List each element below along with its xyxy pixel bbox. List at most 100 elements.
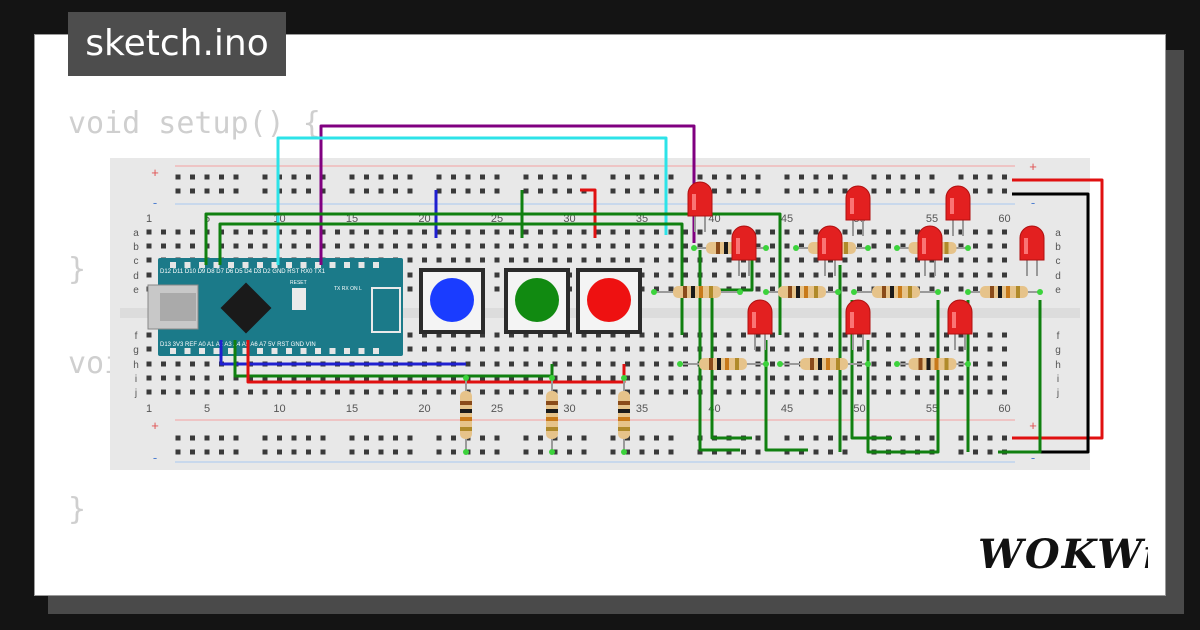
led-red-icon[interactable] bbox=[687, 181, 713, 232]
column-number: 55 bbox=[926, 213, 938, 225]
breadboard-hole bbox=[277, 389, 282, 395]
wire-green-bottom bbox=[233, 340, 554, 378]
breadboard-hole bbox=[349, 229, 355, 235]
breadboard-hole bbox=[349, 375, 355, 381]
breadboard-hole bbox=[451, 257, 456, 263]
rail-hole bbox=[929, 174, 935, 180]
led-red-icon[interactable] bbox=[747, 299, 773, 350]
breadboard-hole bbox=[494, 346, 500, 352]
breadboard-hole bbox=[480, 361, 485, 367]
breadboard-hole bbox=[625, 229, 630, 235]
breadboard-hole bbox=[436, 257, 442, 263]
pushbutton-green[interactable] bbox=[504, 268, 570, 334]
rail-hole bbox=[436, 188, 442, 194]
rail-hole bbox=[262, 449, 268, 455]
rail-hole bbox=[190, 188, 195, 194]
led-red-icon[interactable] bbox=[845, 299, 871, 350]
code-line-close-1: } bbox=[68, 252, 87, 287]
column-number: 45 bbox=[781, 403, 793, 415]
breadboard-hole bbox=[813, 332, 819, 338]
breadboard-hole bbox=[697, 243, 703, 249]
breadboard-hole bbox=[929, 272, 935, 278]
reset-button[interactable] bbox=[292, 288, 306, 310]
led-red-icon[interactable] bbox=[1019, 225, 1045, 276]
rail-hole bbox=[900, 435, 906, 441]
rail-hole bbox=[654, 188, 659, 194]
rail-hole bbox=[204, 435, 210, 441]
rail-hole bbox=[842, 449, 848, 455]
row-letter: b bbox=[133, 242, 139, 253]
breadboard-hole bbox=[625, 257, 630, 263]
column-number: 55 bbox=[926, 403, 938, 415]
rail-hole bbox=[262, 188, 268, 194]
breadboard-hole bbox=[871, 361, 877, 367]
breadboard-hole bbox=[364, 375, 369, 381]
file-tab[interactable]: sketch.ino bbox=[68, 12, 286, 76]
breadboard-hole bbox=[828, 332, 833, 338]
rail-hole bbox=[393, 188, 398, 194]
breadboard-hole bbox=[451, 346, 456, 352]
arduino-nano[interactable]: D12 D11 D10 D9 D8 D7 D6 D5 D4 D3 D2 GND … bbox=[147, 258, 403, 356]
rail-hole bbox=[407, 435, 413, 441]
rail-hole bbox=[842, 435, 848, 441]
breadboard-hole bbox=[726, 389, 732, 395]
breadboard-hole bbox=[480, 346, 485, 352]
breadboard-hole bbox=[581, 332, 587, 338]
breadboard-hole bbox=[610, 332, 616, 338]
breadboard-hole bbox=[538, 375, 543, 381]
breadboard-hole bbox=[958, 346, 964, 352]
rail-hole bbox=[813, 174, 819, 180]
breadboard-hole bbox=[610, 243, 616, 249]
breadboard-hole bbox=[596, 375, 601, 381]
pushbutton-red[interactable] bbox=[576, 268, 642, 334]
breadboard-hole bbox=[871, 229, 877, 235]
breadboard-hole bbox=[320, 243, 326, 249]
led-red-icon[interactable] bbox=[845, 185, 871, 236]
breadboard-hole bbox=[494, 257, 500, 263]
breadboard-hole bbox=[581, 257, 587, 263]
breadboard-hole bbox=[465, 361, 471, 367]
breadboard-hole bbox=[871, 375, 877, 381]
rail-minus-top-right: - bbox=[1031, 195, 1035, 210]
breadboard-hole bbox=[654, 361, 659, 367]
led-red-icon[interactable] bbox=[917, 225, 943, 276]
column-number: 60 bbox=[998, 213, 1010, 225]
breadboard-hole bbox=[973, 332, 978, 338]
rail-hole bbox=[915, 174, 920, 180]
breadboard-hole bbox=[1002, 332, 1007, 338]
breadboard-hole bbox=[509, 375, 514, 381]
resistor bbox=[618, 375, 630, 455]
rail-hole bbox=[175, 449, 181, 455]
breadboard-hole bbox=[538, 257, 543, 263]
breadboard-hole bbox=[465, 346, 471, 352]
breadboard-hole bbox=[1002, 257, 1007, 263]
wire-red-bottom bbox=[246, 340, 626, 384]
breadboard-hole bbox=[494, 243, 500, 249]
breadboard-hole bbox=[248, 389, 253, 395]
row-letter: d bbox=[1055, 271, 1061, 282]
rail-hole bbox=[726, 449, 732, 455]
rail-hole bbox=[712, 188, 717, 194]
column-number: 30 bbox=[563, 213, 575, 225]
arduino-pin bbox=[242, 262, 249, 268]
breadboard-hole bbox=[886, 361, 891, 367]
pushbutton-blue[interactable] bbox=[419, 268, 485, 334]
rail-hole bbox=[190, 449, 195, 455]
breadboard-hole bbox=[654, 332, 659, 338]
arduino-pin bbox=[170, 348, 176, 354]
led-red-icon[interactable] bbox=[731, 225, 757, 276]
led-red-icon[interactable] bbox=[947, 299, 973, 350]
breadboard-hole bbox=[465, 257, 471, 263]
breadboard-hole bbox=[755, 346, 761, 352]
breadboard-hole bbox=[842, 272, 848, 278]
breadboard-hole bbox=[494, 361, 500, 367]
row-letter: c bbox=[134, 256, 139, 267]
rail-hole bbox=[407, 449, 413, 455]
breadboard-hole bbox=[190, 229, 195, 235]
led-red-icon[interactable] bbox=[945, 185, 971, 236]
led-red-icon[interactable] bbox=[817, 225, 843, 276]
breadboard-hole bbox=[668, 332, 674, 338]
breadboard-hole bbox=[886, 257, 891, 263]
rail-hole bbox=[987, 174, 993, 180]
breadboard-hole bbox=[886, 389, 891, 395]
